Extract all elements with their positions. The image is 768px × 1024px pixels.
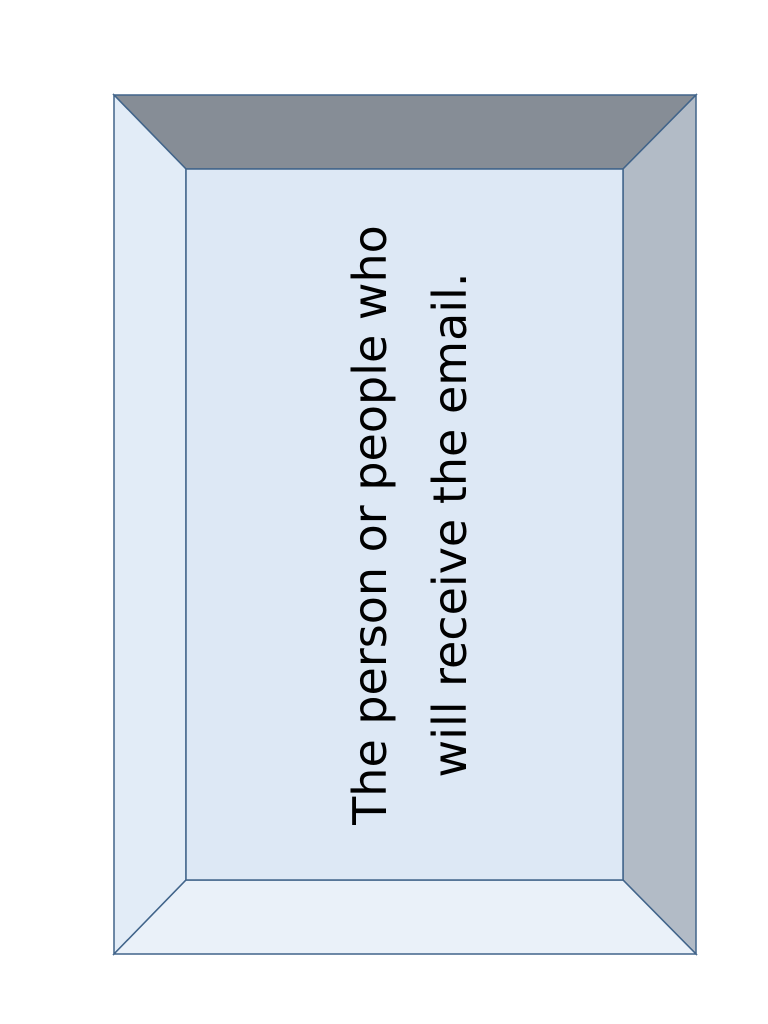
card-text-line-1: The person or people who (343, 225, 397, 825)
top-bevel (112, 94, 698, 170)
left-bevel (113, 93, 187, 956)
right-bevel (622, 93, 697, 956)
card-face (185, 168, 624, 881)
bottom-bevel (112, 879, 698, 955)
card-text-line-2: will receive the email. (423, 272, 477, 778)
card-text: The person or people who will receive th… (330, 185, 490, 865)
